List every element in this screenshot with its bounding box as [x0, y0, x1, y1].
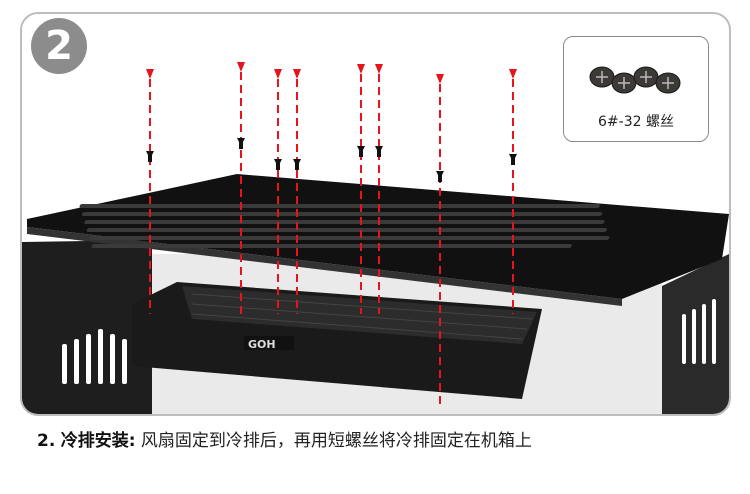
step-number-badge: 2: [31, 18, 87, 74]
product-label: GOH: [248, 338, 276, 351]
arrow-heads: [146, 62, 517, 84]
screw-inset: 6#-32 螺丝: [563, 36, 709, 142]
step-caption: 2. 冷排安装: 风扇固定到冷排后，再用短螺丝将冷排固定在机箱上: [37, 426, 532, 451]
caption-number: 2.: [37, 431, 55, 451]
screws: [146, 138, 517, 182]
screws-photo: [582, 51, 690, 107]
caption-title: 冷排安装:: [61, 431, 136, 451]
caption-text: 风扇固定到冷排后，再用短螺丝将冷排固定在机箱上: [141, 431, 532, 451]
screw-label: 6#-32 螺丝: [564, 111, 708, 131]
